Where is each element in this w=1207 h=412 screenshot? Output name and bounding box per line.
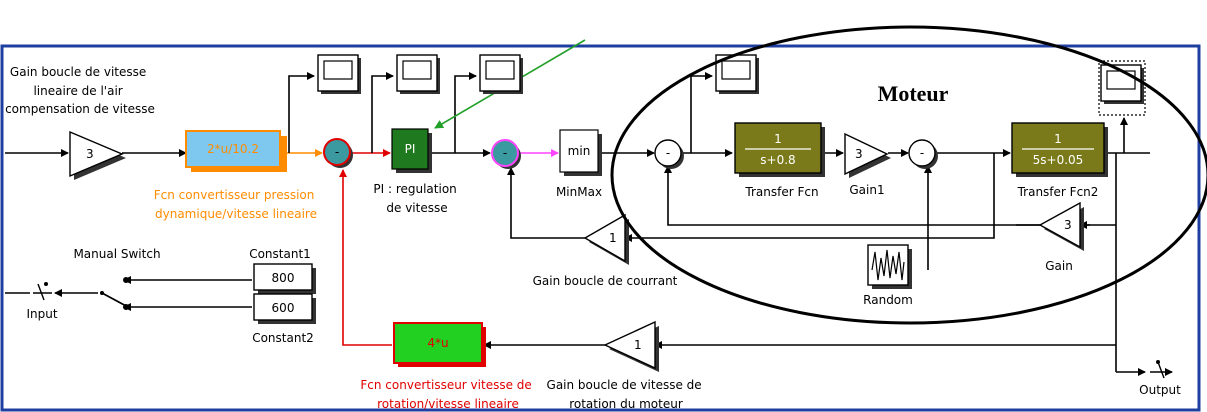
gain1-value: 3 bbox=[855, 147, 863, 161]
constant2-block[interactable]: 600 bbox=[253, 293, 316, 324]
fcn-vitesse-caption: Fcn convertisseur vitesse de rotation/vi… bbox=[360, 378, 535, 411]
switch-icon[interactable] bbox=[100, 277, 129, 310]
gain-feedback-value: 3 bbox=[1064, 218, 1072, 232]
constant2-value: 600 bbox=[272, 301, 295, 315]
gain1-block[interactable]: 3 bbox=[844, 132, 891, 178]
manual-switch-caption: Manual Switch bbox=[73, 247, 160, 261]
random-caption: Random bbox=[863, 293, 913, 307]
sum-sign: - bbox=[920, 146, 924, 160]
gain-air-title: Gain boucle de vitesse lineaire de l'air… bbox=[5, 65, 155, 116]
moteur-boundary bbox=[610, 25, 1207, 325]
gain-feedback-block[interactable]: 3 bbox=[1038, 201, 1084, 251]
constant1-value: 800 bbox=[272, 271, 295, 285]
gain-courant-block[interactable]: 1 bbox=[583, 213, 629, 265]
sum-sign: - bbox=[503, 146, 507, 160]
constant1-block[interactable]: 800 bbox=[253, 263, 316, 294]
transfer-fcn2-caption: Transfer Fcn2 bbox=[1017, 185, 1099, 199]
moteur-label: Moteur bbox=[878, 81, 949, 106]
minmax-block[interactable]: min bbox=[559, 129, 602, 176]
fcn-pression-caption: Fcn convertisseur pression dynamique/vit… bbox=[154, 188, 318, 221]
sum-block-disturbance[interactable]: - bbox=[908, 139, 938, 169]
gain-rotation-value: 1 bbox=[634, 338, 642, 352]
constant1-caption: Constant1 bbox=[249, 247, 311, 261]
transfer-fcn-caption: Transfer Fcn bbox=[744, 185, 818, 199]
tf2-numerator: 1 bbox=[1054, 132, 1062, 146]
scope-icon[interactable] bbox=[479, 54, 524, 95]
input-caption: Input bbox=[26, 307, 57, 321]
scope-icon[interactable] bbox=[317, 54, 362, 95]
fcn-vitesse-expr: 4*u bbox=[427, 336, 448, 350]
transfer-fcn-block[interactable]: 1 s+0.8 bbox=[734, 122, 825, 177]
sum-block-motor[interactable]: - bbox=[654, 139, 684, 169]
random-noise-icon[interactable] bbox=[867, 244, 912, 289]
gain1-caption: Gain1 bbox=[849, 183, 884, 197]
tf1-numerator: 1 bbox=[774, 132, 782, 146]
gain-courant-value: 1 bbox=[609, 231, 617, 245]
gain-rotation-caption: Gain boucle de vitesse de rotation du mo… bbox=[547, 378, 706, 411]
diagram-frame bbox=[0, 44, 1201, 412]
fcn-pression-expr: 2*u/10.2 bbox=[207, 142, 259, 156]
minmax-text: min bbox=[568, 144, 591, 158]
gain-air-value: 3 bbox=[86, 147, 94, 161]
constant2-caption: Constant2 bbox=[252, 331, 314, 345]
gain-courant-caption: Gain boucle de courrant bbox=[533, 274, 678, 288]
gain-feedback-caption: Gain bbox=[1045, 259, 1073, 273]
outport-icon[interactable] bbox=[1150, 360, 1173, 379]
sum-block-speed[interactable]: - bbox=[323, 138, 353, 168]
minmax-caption: MinMax bbox=[556, 185, 602, 199]
scope-icon[interactable] bbox=[396, 54, 441, 95]
gain-rotation-block[interactable]: 1 bbox=[603, 320, 659, 372]
gain-air-block[interactable]: 3 bbox=[69, 130, 126, 180]
transfer-fcn2-block[interactable]: 1 5s+0.05 bbox=[1011, 122, 1108, 177]
sum-sign: - bbox=[666, 146, 670, 160]
pi-caption: PI : regulation de vitesse bbox=[373, 182, 460, 215]
pi-text: PI bbox=[405, 142, 416, 156]
fcn-pression-block[interactable]: 2*u/10.2 bbox=[185, 130, 287, 172]
pi-block[interactable]: PI bbox=[391, 128, 432, 173]
tf2-denominator: 5s+0.05 bbox=[1033, 153, 1084, 167]
scope-icon[interactable] bbox=[1098, 60, 1146, 116]
sum-block-current[interactable]: - bbox=[491, 139, 521, 169]
sum-sign: - bbox=[335, 145, 339, 159]
inport-icon[interactable] bbox=[33, 282, 52, 301]
tf1-denominator: s+0.8 bbox=[760, 153, 795, 167]
signal-wires bbox=[5, 39, 1150, 376]
fcn-vitesse-block[interactable]: 4*u bbox=[393, 322, 486, 367]
output-caption: Output bbox=[1139, 383, 1181, 397]
